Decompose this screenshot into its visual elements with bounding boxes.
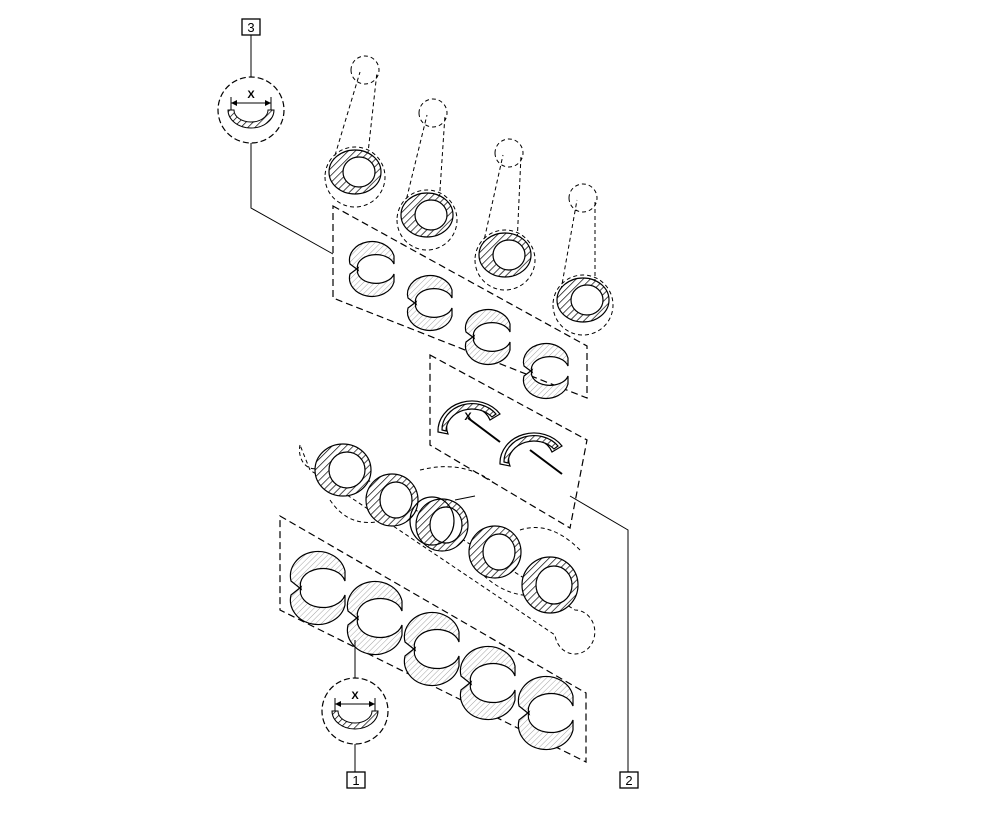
rod-bearing-shell-pair-3 [464, 308, 511, 366]
main-bearing-shell-pair-2 [346, 580, 403, 656]
main-bearing-group-frame [279, 514, 587, 763]
callout-1: 1 [346, 771, 366, 789]
detail-bottom-dimension-label: X [351, 690, 359, 702]
main-journal-5 [521, 556, 579, 614]
thrust-washer-group-frame [429, 353, 588, 529]
rod-bearing-installed-4 [556, 277, 610, 323]
main-bearing-shell-pair-4 [459, 645, 516, 721]
rod-bearing-shell-pair-1 [348, 240, 395, 298]
main-journal-2 [365, 473, 419, 527]
main-journal-1 [314, 443, 372, 497]
rod-bearing-installed-3 [478, 232, 532, 278]
main-journals [314, 443, 579, 614]
main-bearing-shell-pair-3 [403, 611, 460, 687]
connecting-rod-2 [396, 98, 458, 251]
connecting-rod-4 [552, 183, 614, 336]
thrust-washer-2 [499, 432, 563, 475]
rod-bearing-installed-2 [400, 192, 454, 238]
rod-bearings-installed [328, 149, 610, 323]
rod-bearing-shell-pair-2 [406, 274, 453, 332]
thrust-washer-dimension-label: X [464, 411, 472, 423]
callout-3-label: 3 [247, 20, 254, 35]
main-journal-4 [468, 525, 522, 579]
rod-bearing-shell-pair-4 [522, 342, 569, 400]
main-bearing-shell-pair-1 [289, 550, 346, 626]
crankshaft [299, 443, 596, 655]
connecting-rod-3 [474, 138, 536, 291]
main-bearing-shell-pair-5 [517, 675, 574, 751]
leader-lines [250, 35, 629, 772]
callout-2-label: 2 [625, 773, 632, 788]
connecting-rod-1 [324, 55, 386, 208]
rod-bearing-installed-1 [328, 149, 382, 195]
rod-bearing-shells [348, 240, 569, 400]
callout-1-label: 1 [352, 773, 359, 788]
main-bearing-shells [289, 550, 574, 751]
connecting-rods [324, 55, 614, 336]
thrust-washers: X [437, 400, 563, 475]
thrust-washer-1: X [437, 400, 501, 443]
main-journal-3 [409, 496, 469, 552]
detail-top-dimension-label: X [247, 89, 255, 101]
callout-3: 3 [241, 18, 261, 36]
rod-bearing-group-frame [332, 204, 588, 399]
callout-2: 2 [619, 771, 639, 789]
detail-view-bottom: X [321, 677, 389, 745]
detail-view-top: X [217, 76, 285, 144]
